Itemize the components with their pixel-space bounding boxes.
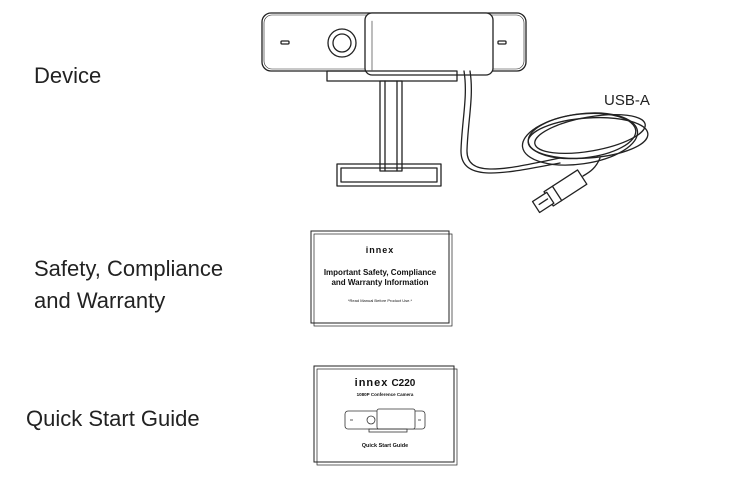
safety-brand: innex xyxy=(365,245,395,255)
safety-label-line2: and Warranty xyxy=(34,288,166,313)
usb-cable xyxy=(460,70,561,174)
safety-booklet: innex Important Safety, Compliance and W… xyxy=(307,227,453,327)
guide-title: Quick Start Guide xyxy=(361,443,409,449)
stand-pole xyxy=(379,80,403,172)
mic-left-icon xyxy=(280,40,290,45)
usb-a-label: USB-A xyxy=(604,92,650,109)
safety-note: *Read Manual Before Product Use.* xyxy=(347,298,413,303)
safety-label: Safety, Compliance and Warranty xyxy=(34,253,223,317)
mic-right-icon xyxy=(497,40,507,45)
privacy-cover xyxy=(364,12,494,76)
quick-start-booklet: innex C220 1080P Conference Camera Quick… xyxy=(311,363,459,467)
stand-base xyxy=(336,163,442,187)
guide-model: C220 xyxy=(391,378,416,389)
guide-brand-line: innex C220 xyxy=(311,377,459,389)
mini-webcam-illustration xyxy=(344,408,426,433)
safety-label-line1: Safety, Compliance xyxy=(34,256,224,281)
device-label: Device xyxy=(34,63,102,88)
guide-brand: innex xyxy=(354,377,389,389)
safety-title-line2: and Warranty Information xyxy=(331,278,429,287)
safety-title-line1: Important Safety, Compliance xyxy=(323,268,437,277)
lens-icon xyxy=(327,28,357,58)
guide-subtitle: 1080P Conference Camera xyxy=(356,392,414,397)
usb-a-connector xyxy=(531,169,588,214)
quick-start-label: Quick Start Guide xyxy=(26,406,200,431)
